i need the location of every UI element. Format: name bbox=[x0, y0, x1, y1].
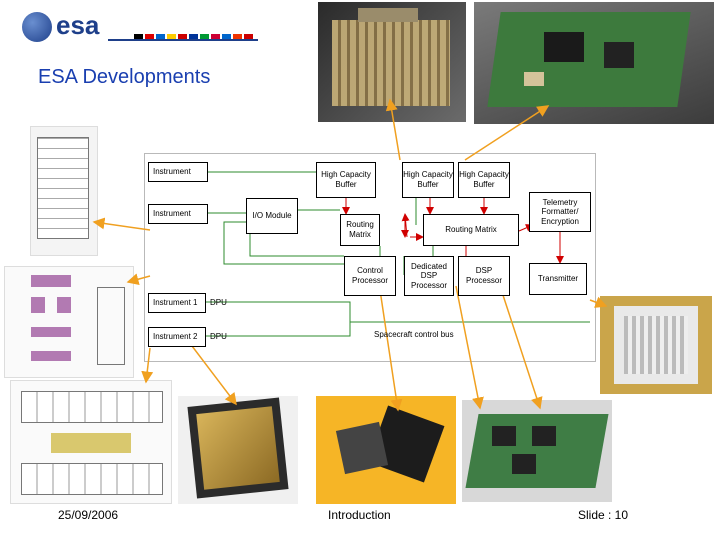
dedicated-dsp-processor-block: Dedicated DSP Processor bbox=[404, 256, 454, 296]
instrument-block-mid: Instrument bbox=[148, 204, 208, 224]
spacecraft-bus-label: Spacecraft control bus bbox=[374, 330, 454, 339]
esa-logo-mark bbox=[22, 12, 52, 42]
high-capacity-buffer-2: High Capacity Buffer bbox=[402, 162, 454, 198]
flag bbox=[189, 34, 198, 39]
instrument-2-block: Instrument 2 bbox=[148, 327, 206, 347]
transmitter-block: Transmitter bbox=[529, 263, 587, 295]
flag bbox=[222, 34, 231, 39]
dpu-label-2: DPU bbox=[210, 332, 227, 341]
high-capacity-buffer-3: High Capacity Buffer bbox=[458, 162, 510, 198]
flag bbox=[233, 34, 242, 39]
telemetry-formatter-block: Telemetry Formatter/ Encryption bbox=[529, 192, 591, 232]
routing-matrix-1: Routing Matrix bbox=[340, 214, 380, 246]
chip-photo-3 bbox=[600, 296, 712, 394]
flag bbox=[145, 34, 154, 39]
dpu-label-1: DPU bbox=[210, 298, 227, 307]
flag bbox=[200, 34, 209, 39]
chip-photo-1 bbox=[178, 396, 298, 504]
schematic-image-2 bbox=[4, 266, 134, 378]
instrument-block-top: Instrument bbox=[148, 162, 208, 182]
schematic-image-3 bbox=[10, 380, 172, 504]
board-photo-top-right bbox=[474, 2, 714, 124]
control-processor-block: Control Processor bbox=[344, 256, 396, 296]
board-photo-bottom bbox=[462, 400, 612, 502]
routing-matrix-2: Routing Matrix bbox=[423, 214, 519, 246]
instrument-1-block: Instrument 1 bbox=[148, 293, 206, 313]
orange-pointer-arrows bbox=[92, 98, 608, 412]
io-module-block: I/O Module bbox=[246, 198, 298, 234]
logo-underline bbox=[108, 39, 258, 41]
footer-section: Introduction bbox=[328, 508, 391, 522]
high-capacity-buffer-1: High Capacity Buffer bbox=[316, 162, 376, 198]
chip-photo-2 bbox=[316, 396, 456, 504]
esa-logo-text: esa bbox=[56, 10, 100, 40]
dsp-processor-block: DSP Processor bbox=[458, 256, 510, 296]
flag bbox=[167, 34, 176, 39]
flag bbox=[134, 34, 143, 39]
flag bbox=[178, 34, 187, 39]
flag bbox=[156, 34, 165, 39]
schematic-image-1 bbox=[30, 126, 98, 256]
footer-date: 25/09/2006 bbox=[58, 508, 119, 522]
footer-slide-number: Slide : 10 bbox=[578, 508, 629, 522]
page-title: ESA Developments bbox=[38, 66, 211, 88]
flag bbox=[244, 34, 253, 39]
esa-logo: esa bbox=[22, 8, 262, 44]
flag bbox=[211, 34, 220, 39]
